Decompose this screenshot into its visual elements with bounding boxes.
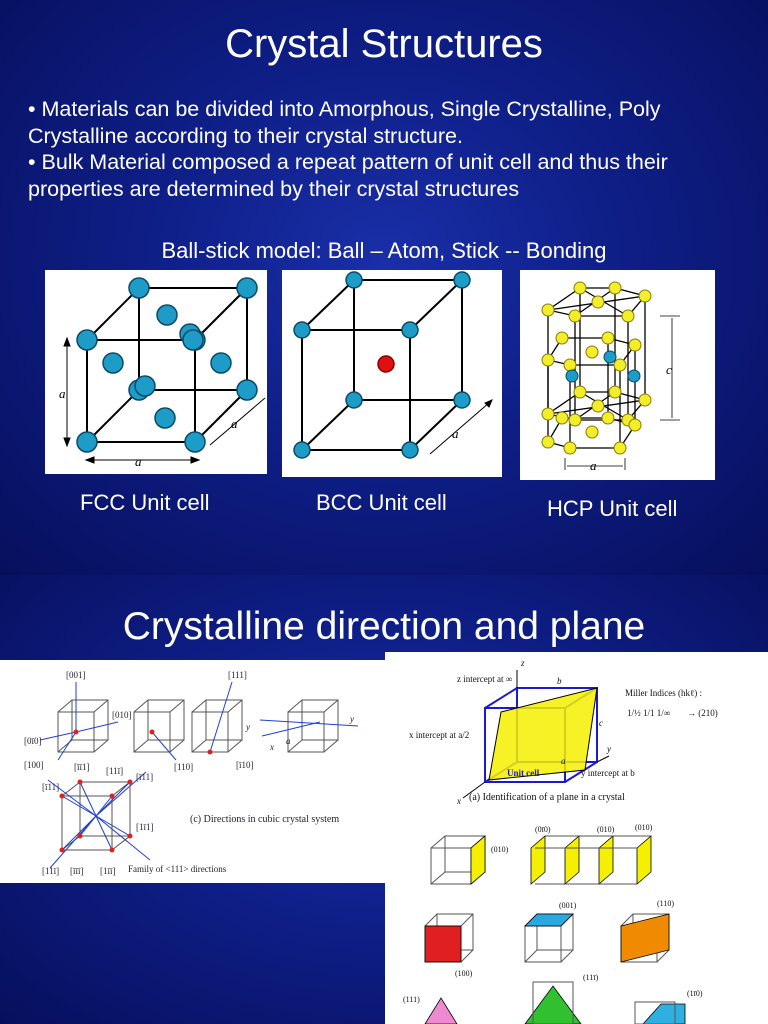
- dir-b110: [ī10]: [236, 760, 254, 770]
- bullet-list: • Materials can be divided into Amorphou…: [28, 96, 748, 202]
- slide-title: Crystal Structures: [225, 22, 543, 66]
- dir-010: [010]: [112, 710, 132, 720]
- dir-111: [111]: [228, 670, 247, 680]
- ball-stick-caption: Ball-stick model: Ball – Atom, Stick -- …: [161, 238, 607, 263]
- fam-l: [ī11]: [42, 782, 59, 792]
- dir-110: [110]: [174, 762, 193, 772]
- miller-result: → (210): [687, 708, 718, 718]
- slide-crystal-structures: Crystal Structures • Materials can be di…: [0, 0, 768, 575]
- bcc-panel: a: [282, 270, 502, 477]
- lbl-b: b: [557, 676, 562, 686]
- fam-rb: [1ī1]: [136, 822, 154, 832]
- directions-figure: [001] [010] [0ī0] [100] [110] [111] [ī10…: [0, 660, 385, 883]
- fcc-label: FCC Unit cell: [80, 490, 210, 515]
- plane-100: (100): [455, 969, 473, 978]
- fam-r: [ī11]: [136, 772, 153, 782]
- fam-t1: [īī1]: [74, 762, 90, 772]
- planes-figure: z intercept at ∞ Miller Indices (hkℓ) : …: [385, 652, 768, 1024]
- slide-title-2: Crystalline direction and plane: [122, 605, 646, 648]
- plane-1b10: (1ī0): [687, 989, 703, 998]
- hcp-axis-c: c: [666, 362, 672, 377]
- plane-010c: (010): [635, 823, 653, 832]
- plane-010b: (010): [597, 825, 615, 834]
- family-caption: Family of <111> directions: [128, 864, 227, 874]
- plane-111: (111): [403, 995, 420, 1004]
- lbl-y: y: [606, 744, 611, 754]
- lbl-c: c: [599, 718, 603, 728]
- unit-cell-label: Unit cell: [507, 768, 540, 778]
- planes-svg: z intercept at ∞ Miller Indices (hkℓ) : …: [403, 658, 718, 1024]
- dir-100: [100]: [24, 760, 44, 770]
- miller-fractions: 1/½ 1/1 1/∞: [627, 708, 670, 718]
- lbl-a: a: [561, 756, 566, 766]
- fcc-diagram: a a a: [59, 277, 266, 469]
- bcc-diagram: a: [293, 271, 493, 459]
- fcc-panel: a a a: [45, 270, 267, 474]
- plane-110-face: [620, 913, 670, 963]
- hcp-label: HCP Unit cell: [547, 496, 678, 521]
- dir-001: [001]: [66, 670, 86, 680]
- plane-0b10: (0ī0): [535, 825, 551, 834]
- plane-010: (010): [491, 845, 509, 854]
- plane-100-face: [424, 925, 462, 963]
- plane-11b1: (11ī): [583, 973, 599, 982]
- plane-001: (001): [559, 901, 577, 910]
- fcc-axis-a-bottom: a: [135, 454, 142, 469]
- lbl-z: z: [520, 658, 525, 668]
- axis-x: x: [269, 742, 274, 752]
- directions-caption: (c) Directions in cubic crystal system: [190, 814, 339, 825]
- z-intercept-label: z intercept at ∞: [457, 674, 512, 684]
- x-intercept-label: x intercept at a/2: [409, 730, 469, 740]
- miller-label: Miller Indices (hkℓ) :: [625, 688, 702, 698]
- hcp-axis-a: a: [590, 458, 597, 473]
- fcc-axis-a-left: a: [59, 386, 66, 401]
- hcp-diagram: c a: [541, 281, 680, 473]
- fam-t2: [11ī]: [106, 766, 123, 776]
- fam-b1: [11ī]: [42, 866, 59, 876]
- bullet-2: • Bulk Material composed a repeat patter…: [28, 150, 668, 201]
- fam-b3: [1īī]: [100, 866, 116, 876]
- axis-y-right: y: [349, 714, 354, 724]
- fcc-axis-a-depth: a: [231, 416, 238, 431]
- axis-y-left: y: [245, 722, 250, 732]
- plane-110: (110): [657, 899, 674, 908]
- bcc-axis-a: a: [452, 426, 459, 441]
- y-intercept-label: y intercept at b: [581, 768, 635, 778]
- bcc-label: BCC Unit cell: [316, 490, 447, 515]
- bcc-center-atom: [377, 355, 395, 373]
- hcp-panel: c a: [520, 270, 715, 480]
- plane-001-face: [524, 913, 574, 927]
- slide-crystalline-direction: Crystalline direction and plane: [0, 575, 768, 1024]
- dir-0b10: [0ī0]: [24, 736, 42, 746]
- axis-a: a: [286, 736, 291, 746]
- fam-b2: [īīī]: [70, 866, 84, 876]
- plane-caption: (a) Identification of a plane in a cryst…: [469, 792, 625, 803]
- directions-svg: [001] [010] [0ī0] [100] [110] [111] [ī10…: [24, 670, 359, 876]
- lbl-x: x: [456, 796, 461, 806]
- bullet-1: • Materials can be divided into Amorphou…: [28, 97, 661, 148]
